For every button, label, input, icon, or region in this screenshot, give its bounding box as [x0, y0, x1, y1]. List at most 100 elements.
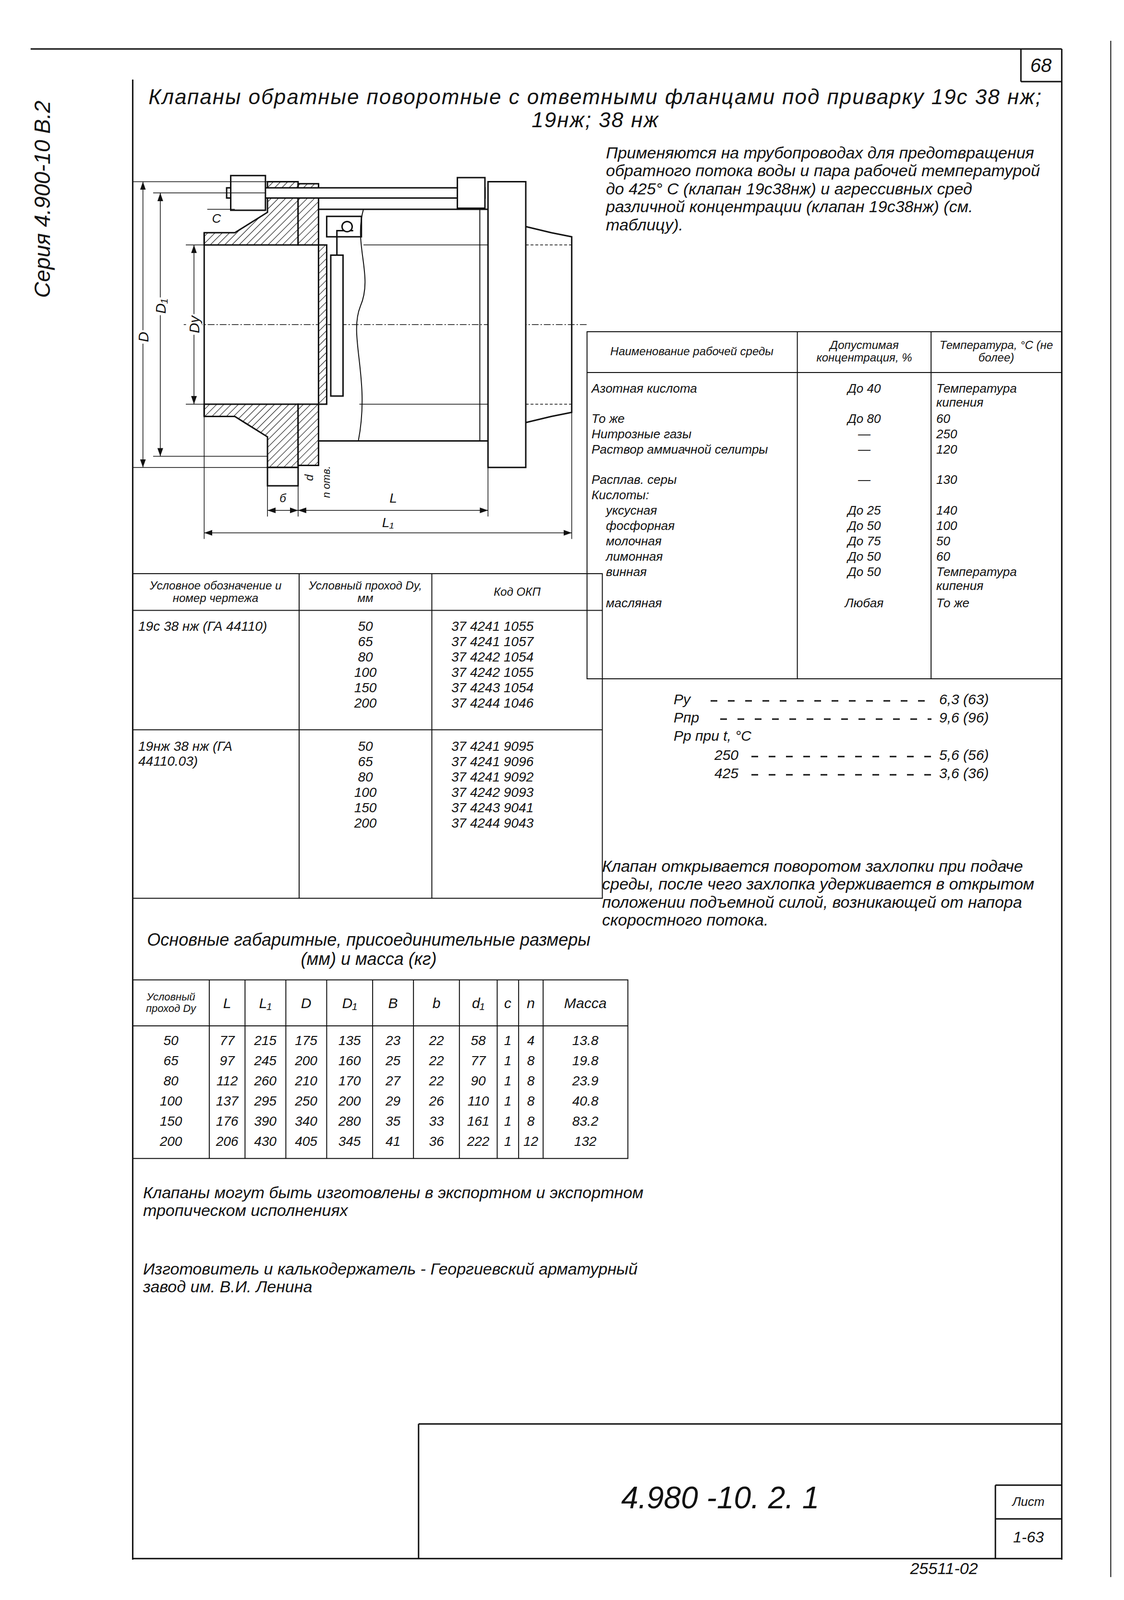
table-cell: До 80 [799, 411, 930, 426]
drawing-line [496, 979, 498, 1159]
table-cell: 405 [294, 1134, 318, 1150]
drawing-rect [298, 404, 319, 466]
table-cell: 176 [216, 1114, 239, 1130]
drawing-line [208, 979, 210, 1159]
table-cell: 60 [936, 411, 1059, 426]
table-cell: 37 4244 9043 [451, 816, 534, 832]
table-cell: 22 [428, 1033, 444, 1049]
table-cell: До 50 [799, 565, 930, 580]
drawing-line [132, 729, 603, 731]
table-cell: 112 [216, 1074, 239, 1089]
table-cell: 206 [216, 1134, 239, 1150]
table-cell: 36 [428, 1134, 444, 1150]
drawing-line [1110, 40, 1112, 1578]
drawing-line [720, 718, 932, 721]
table-cell: 50 [163, 1033, 179, 1049]
table-cell: 100 [298, 785, 433, 801]
table-cell: 19.8 [572, 1053, 599, 1069]
table-cell: 23.9 [572, 1074, 599, 1089]
table-cell: 130 [936, 472, 1059, 487]
dimension-label: Dу [186, 314, 203, 336]
table-cell: 8 [527, 1074, 535, 1089]
table-cell: Нитрозные газы [591, 427, 794, 442]
drawing-line [230, 192, 266, 194]
drawing-rect [230, 175, 266, 211]
table-cell: 37 4242 1055 [451, 665, 534, 681]
page-number: 68 [1030, 54, 1052, 76]
drawing-line [359, 403, 488, 405]
drawing-line [412, 979, 414, 1159]
drawing-line [479, 209, 481, 442]
drawing-path [525, 226, 572, 423]
table-cell: уксусная [605, 503, 794, 518]
table-cell: Раствор аммиачной селитры [591, 442, 794, 457]
table-cell: 60 [936, 549, 1059, 564]
dimension-label: D₁ [152, 297, 169, 315]
drawing-line [159, 193, 161, 457]
table-cell: 65 [298, 634, 433, 650]
drawing-line [1020, 48, 1022, 82]
table-cell: То же [591, 411, 794, 426]
table-header: c [498, 995, 517, 1012]
drawing-line [132, 1025, 628, 1027]
pressure-value: 5,6 (56) [939, 747, 989, 763]
sheet-code: 4.980 -10. 2. 1 [621, 1481, 820, 1515]
table-cell: 1 [504, 1114, 512, 1130]
table-cell: 40.8 [572, 1094, 599, 1110]
drawing-line [318, 440, 488, 442]
table-header: Наименование рабочей среды [591, 345, 793, 358]
table-cell: 200 [298, 696, 433, 712]
drawing-path [337, 230, 354, 256]
drawing-line [153, 192, 231, 194]
table-cell: 260 [253, 1074, 277, 1089]
table-cell: 80 [298, 650, 433, 665]
drawing-line [587, 372, 1063, 374]
table-cell: — [799, 442, 930, 457]
table-cell: До 25 [799, 503, 930, 518]
table-header: n [520, 995, 542, 1012]
table-cell: 19нж 38 нж (ГА 44110.03) [138, 739, 292, 770]
table-cell: 41 [385, 1134, 401, 1150]
table-cell: До 75 [799, 534, 930, 549]
drawing-line [185, 244, 205, 246]
drawing-line [459, 979, 460, 1159]
table-header: D₁ [328, 995, 371, 1012]
table-cell: 250 [936, 427, 1059, 442]
dimension-label: D [135, 330, 152, 344]
table-header: L₁ [246, 995, 284, 1012]
table-cell: 8 [527, 1053, 535, 1069]
table-cell: лимонная [605, 549, 794, 564]
drawing-line [487, 467, 489, 517]
drawing-path [356, 209, 366, 442]
operation-note: Клапан открывается поворотом захлопки пр… [602, 857, 1059, 930]
table-cell: 1 [504, 1074, 512, 1089]
table-cell: 245 [253, 1053, 277, 1069]
table-cell: 65 [298, 754, 433, 770]
table-cell: 19с 38 нж (ГА 44110) [138, 619, 292, 635]
drawing-line [183, 324, 588, 326]
table-cell: 37 4241 1055 [451, 619, 534, 635]
pressure-label: Рпр [673, 709, 700, 726]
table-cell: До 50 [799, 549, 930, 564]
drawing-rect [267, 467, 299, 486]
table-cell: 37 4244 1046 [451, 696, 534, 712]
drawing-line [204, 416, 206, 540]
table-cell: 23 [385, 1033, 401, 1049]
stamp-value: 1-63 [1013, 1529, 1044, 1547]
note-text: Изготовитель и калькодержатель - Георгие… [143, 1260, 648, 1297]
table-header: Условный проход Dу, мм [302, 579, 429, 605]
drawing-line [298, 509, 488, 511]
drawing-line [326, 979, 327, 1159]
drawing-rect [326, 216, 362, 238]
table-cell: 250 [294, 1094, 318, 1110]
pressure-label: Ру [673, 691, 691, 708]
drawing-line [518, 979, 520, 1159]
temperature-value: 250 [714, 747, 739, 763]
description: Применяются на трубопроводах для предотв… [605, 144, 1053, 234]
table-cell: 80 [163, 1074, 179, 1089]
table-cell: Температура кипения [936, 565, 1059, 593]
table-cell: Расплав. серы [591, 472, 794, 487]
dimension-label: С [210, 211, 223, 226]
